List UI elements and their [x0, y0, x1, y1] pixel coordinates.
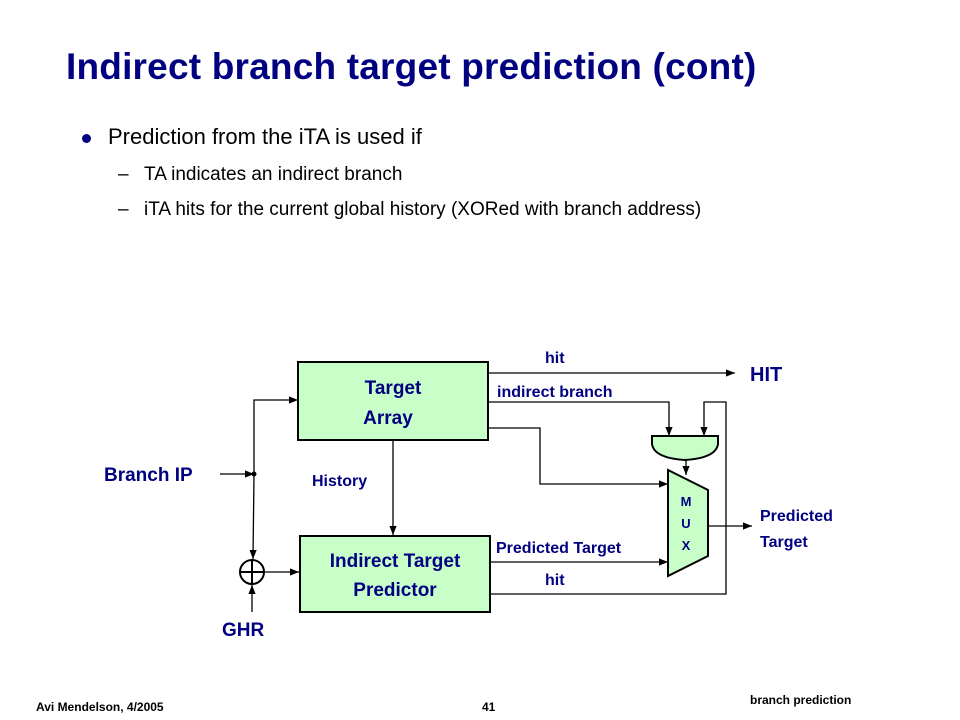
- target-array-label-line1: Target: [365, 378, 422, 399]
- predicted-target-output-label-line2: Target: [760, 534, 808, 551]
- hit-output-label: HIT: [750, 364, 782, 386]
- predicted-target-output-label-line1: Predicted: [760, 508, 833, 525]
- main-bullet: Prediction from the iTA is used if: [82, 124, 422, 150]
- mux-block: [667, 468, 709, 578]
- footer-author: Avi Mendelson, 4/2005: [36, 700, 164, 714]
- mux-label-u: U: [681, 516, 690, 531]
- hit-top-label: hit: [545, 350, 565, 367]
- ta-target-wire: [488, 427, 668, 488]
- footer-page-number: 41: [482, 700, 496, 714]
- ghr-label: GHR: [222, 620, 265, 641]
- branch-ip-label: Branch IP: [104, 465, 193, 486]
- mux-label-x: X: [682, 538, 691, 553]
- indirect-branch-label: indirect branch: [497, 384, 613, 401]
- itp-block: [299, 535, 491, 613]
- predicted-target-input-label: Predicted Target: [496, 540, 622, 557]
- target-array-block: [297, 361, 489, 441]
- ita-hit-wire: [490, 401, 727, 595]
- indirect-branch-wire: [488, 401, 673, 436]
- sub-bullet-text: iTA hits for the current global history …: [144, 199, 702, 220]
- bullet-dot-icon: [82, 133, 91, 143]
- itp-label-line1: Indirect Target: [330, 551, 461, 572]
- sub-bullet-dash: –: [118, 199, 129, 220]
- target-array-label-line2: Array: [363, 408, 413, 429]
- footer-section: branch prediction: [750, 693, 852, 707]
- ip-to-xor-wire: [249, 473, 257, 560]
- itp-label-line2: Predictor: [353, 580, 437, 601]
- hit-bottom-label: hit: [545, 572, 565, 589]
- sub-bullet-text: TA indicates an indirect branch: [144, 164, 403, 185]
- mux-label-m: M: [681, 494, 692, 509]
- ip-to-target-array-wire: [253, 396, 298, 474]
- slide-title: Indirect branch target prediction (cont): [66, 46, 757, 87]
- main-bullet-text: Prediction from the iTA is used if: [108, 124, 422, 149]
- sub-bullet-2: –iTA hits for the current global history…: [118, 199, 701, 221]
- sub-bullet-dash: –: [118, 164, 129, 185]
- history-label: History: [312, 473, 367, 490]
- sub-bullet-1: –TA indicates an indirect branch: [118, 164, 402, 186]
- xor-icon: [239, 559, 265, 585]
- and-gate: [651, 435, 719, 462]
